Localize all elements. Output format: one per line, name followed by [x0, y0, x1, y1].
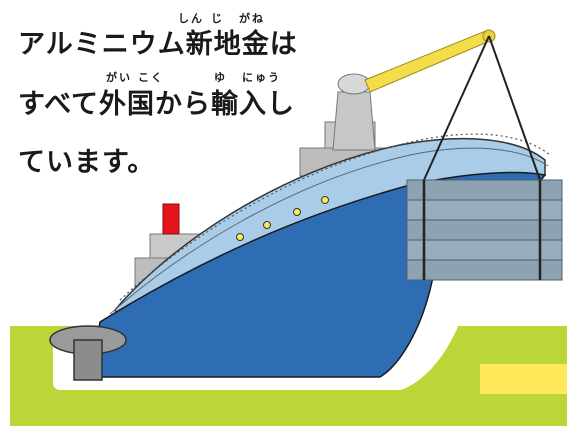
porthole: [321, 196, 329, 204]
deck-rail-2: [109, 147, 549, 315]
ruby-gai: がい: [106, 71, 132, 84]
crane-tower: [332, 91, 376, 151]
porthole: [293, 208, 301, 216]
aluminium-ingot-stack: [406, 179, 563, 281]
bollard-post: [73, 339, 103, 381]
caption-line-2: すべて外国から輸入し: [18, 89, 296, 120]
ruby-ji: じ: [211, 12, 224, 25]
cargo-rope-left: [423, 35, 490, 181]
ruby-koku: こく: [138, 71, 164, 84]
ruby-nyuu: にゅう: [242, 71, 281, 84]
ruby-gane: がね: [239, 12, 265, 25]
porthole: [236, 233, 244, 241]
crane-top: [337, 73, 371, 95]
caption-line-3: ています。: [18, 147, 156, 178]
deck-rail: [119, 133, 551, 301]
ruby-yu: ゆ: [214, 71, 227, 84]
funnel: [162, 203, 180, 235]
ruby-shin: しん: [178, 12, 204, 25]
road-stripe: [480, 364, 567, 394]
caption-line-1: アルミニウム新地金は: [18, 29, 298, 60]
crane-arm: [364, 29, 493, 93]
porthole: [263, 221, 271, 229]
cargo-rope-right: [488, 35, 541, 181]
